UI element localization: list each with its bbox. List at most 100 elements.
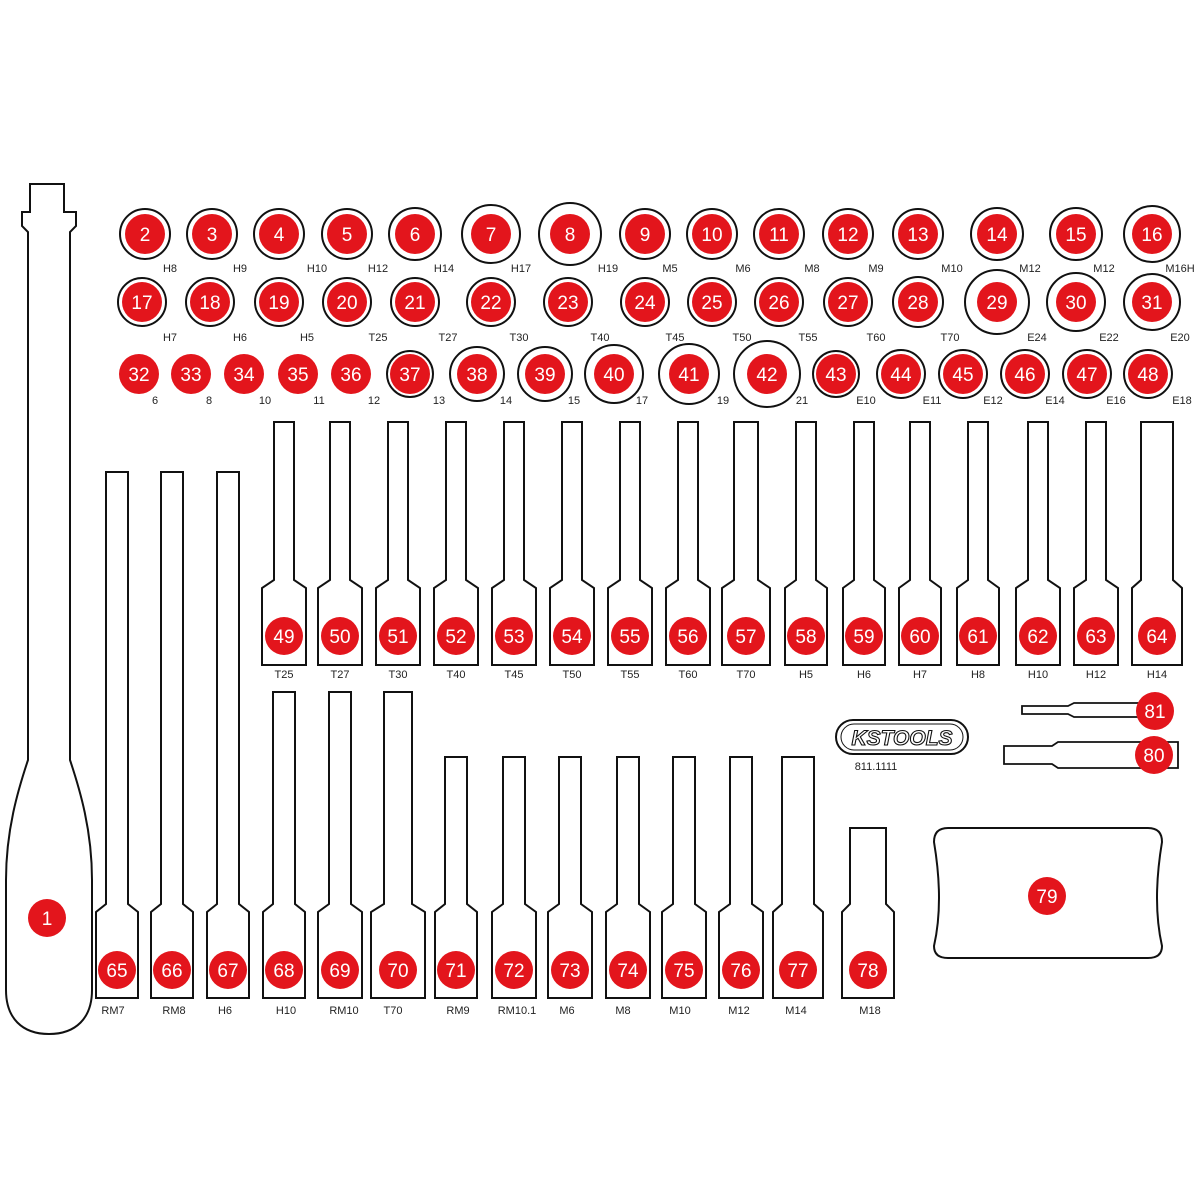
ratchet-handle: 1 — [5, 183, 93, 1036]
socket-size-label: T45 — [666, 332, 685, 344]
bit-marker — [669, 617, 707, 655]
socket-marker — [828, 214, 868, 254]
socket-number: 11 — [769, 225, 789, 246]
bit-outline — [605, 756, 651, 999]
bit-marker — [265, 617, 303, 655]
bit-number: 55 — [619, 627, 640, 648]
socket-size-label: M9 — [868, 263, 883, 275]
bit-marker — [437, 951, 475, 989]
bit-outline — [772, 756, 824, 999]
bit-size-label: H6 — [218, 1005, 232, 1017]
socket-size-label: T30 — [510, 332, 529, 344]
socket-size-label: M16H — [1165, 263, 1194, 275]
socket-size-label: T40 — [591, 332, 610, 344]
bit-outline — [842, 421, 886, 666]
socket-size-label: H10 — [307, 263, 327, 275]
bit-outline — [898, 421, 942, 666]
socket-marker — [327, 282, 367, 322]
bit-number: 74 — [617, 961, 639, 982]
socket-number: 38 — [466, 365, 487, 386]
socket-marker — [259, 282, 299, 322]
bit-outline — [549, 421, 595, 666]
socket-size-label: H12 — [368, 263, 388, 275]
socket-number: 26 — [768, 293, 789, 314]
socket-size-label: 21 — [796, 395, 808, 407]
socket-marker — [122, 282, 162, 322]
socket-number: 32 — [128, 365, 149, 386]
socket-number: 2 — [140, 225, 151, 246]
socket-marker — [898, 214, 938, 254]
bit-marker — [849, 951, 887, 989]
bit-marker — [437, 617, 475, 655]
bit-size-label: T40 — [447, 669, 466, 681]
socket-number: 45 — [952, 365, 973, 386]
bit-number: 51 — [387, 627, 408, 648]
bit-outline — [665, 421, 711, 666]
socket-number: 9 — [640, 225, 651, 246]
bit-number: 49 — [273, 627, 294, 648]
socket-marker — [977, 214, 1017, 254]
socket-marker — [395, 282, 435, 322]
bit-number: 75 — [673, 961, 694, 982]
bit-size-label: H14 — [1147, 669, 1167, 681]
socket-marker — [125, 214, 165, 254]
socket-rows: 2H83H94H105H126H147H178H199M510M611M812M… — [117, 202, 1195, 408]
socket-number: 46 — [1014, 365, 1035, 386]
accessory-tray: 79 — [932, 827, 1164, 959]
socket-size-label: H19 — [598, 263, 618, 275]
socket-number: 31 — [1141, 293, 1162, 314]
bit-number: 70 — [387, 961, 408, 982]
bit-size-label: M10 — [669, 1005, 690, 1017]
bit-number: 67 — [217, 961, 238, 982]
socket-marker — [327, 214, 367, 254]
bit-outline — [607, 421, 653, 666]
socket-size-label: 6 — [152, 395, 158, 407]
socket-marker — [625, 282, 665, 322]
socket-size-label: T25 — [369, 332, 388, 344]
bit-size-label: T50 — [563, 669, 582, 681]
socket-slot: 338 — [171, 354, 212, 407]
socket-number: 6 — [410, 225, 421, 246]
socket-size-label: H9 — [233, 263, 247, 275]
product-code: 811.1111 — [855, 761, 898, 773]
bit-number: 62 — [1027, 627, 1048, 648]
bit-marker — [265, 951, 303, 989]
bit-number: 69 — [329, 961, 350, 982]
socket-marker — [977, 282, 1017, 322]
socket-marker — [1056, 214, 1096, 254]
socket-number: 5 — [342, 225, 353, 246]
socket-size-label: 11 — [313, 395, 324, 407]
bit-outline — [370, 691, 426, 999]
socket-marker — [471, 282, 511, 322]
bit-outline — [1015, 421, 1061, 666]
bit-size-label: T30 — [389, 669, 408, 681]
bit-outline — [491, 421, 537, 666]
socket-number: 3 — [207, 225, 218, 246]
bit-outline — [784, 421, 828, 666]
bit-marker — [209, 951, 247, 989]
bit-number: 58 — [795, 627, 816, 648]
bit-marker — [1019, 617, 1057, 655]
key-number-80: 80 — [1143, 746, 1164, 767]
